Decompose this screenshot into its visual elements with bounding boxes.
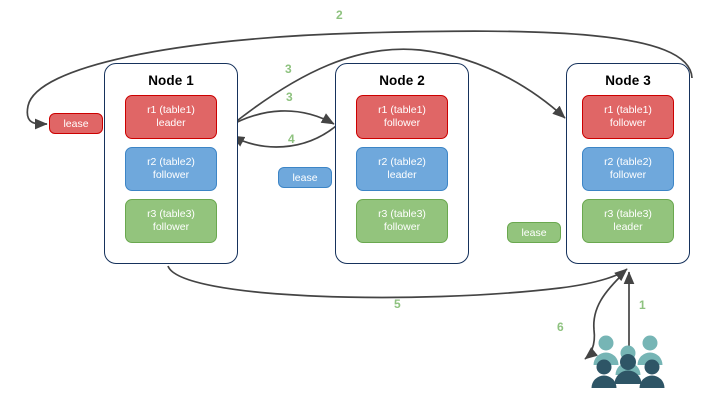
replica-role: follower xyxy=(152,169,190,181)
replica-name: r1 (table1) xyxy=(147,104,195,116)
node-card-3[interactable]: Node 3 r1 (table1) follower r2 (table2) … xyxy=(566,63,690,264)
replica-r1[interactable]: r1 (table1) leader xyxy=(125,95,217,139)
replica-name: r2 (table2) xyxy=(147,156,195,168)
replica-r3[interactable]: r3 (table3) follower xyxy=(356,199,448,243)
step-label-6: 6 xyxy=(557,320,564,334)
replica-role: follower xyxy=(609,117,647,129)
replica-name: r1 (table1) xyxy=(604,104,652,116)
people-front-row xyxy=(591,354,665,388)
replica-name: r3 (table3) xyxy=(147,208,195,220)
edge-step-4 xyxy=(231,125,337,148)
replica-role: leader xyxy=(156,117,186,129)
replica-r1[interactable]: r1 (table1) follower xyxy=(356,95,448,139)
edge-step-2 xyxy=(26,30,693,130)
replica-name: r3 (table3) xyxy=(378,208,426,220)
replica-name: r2 (table2) xyxy=(604,156,652,168)
node-card-1[interactable]: Node 1 r1 (table1) leader r2 (table2) fo… xyxy=(104,63,238,264)
replica-r3[interactable]: r3 (table3) follower xyxy=(125,199,217,243)
step-label-4: 4 xyxy=(288,132,295,146)
edge-step-3-lower xyxy=(225,110,335,129)
replica-r3[interactable]: r3 (table3) leader xyxy=(582,199,674,243)
replica-role: follower xyxy=(383,117,421,129)
edge-step-6 xyxy=(584,271,626,360)
lease-badge-table1[interactable]: lease xyxy=(49,113,103,134)
replica-r2[interactable]: r2 (table2) follower xyxy=(582,147,674,191)
node-title: Node 3 xyxy=(605,73,651,88)
replica-name: r3 (table3) xyxy=(604,208,652,220)
replica-r1[interactable]: r1 (table1) follower xyxy=(582,95,674,139)
node-title: Node 1 xyxy=(148,73,194,88)
step-label-3a: 3 xyxy=(285,62,292,76)
replica-role: follower xyxy=(609,169,647,181)
people-group-icon xyxy=(591,335,665,388)
replica-role: follower xyxy=(383,221,421,233)
edge-step-5 xyxy=(167,265,628,299)
replica-role: follower xyxy=(152,221,190,233)
step-label-3b: 3 xyxy=(286,90,293,104)
replica-name: r1 (table1) xyxy=(378,104,426,116)
edge-step-3-upper xyxy=(227,48,566,129)
node-card-2[interactable]: Node 2 r1 (table1) follower r2 (table2) … xyxy=(335,63,469,264)
step-label-5: 5 xyxy=(394,297,401,311)
replica-r2[interactable]: r2 (table2) leader xyxy=(356,147,448,191)
replica-role: leader xyxy=(387,169,417,181)
step-label-1: 1 xyxy=(639,298,646,312)
step-label-2: 2 xyxy=(336,8,343,22)
lease-badge-table3[interactable]: lease xyxy=(507,222,561,243)
node-title: Node 2 xyxy=(379,73,425,88)
replica-r2[interactable]: r2 (table2) follower xyxy=(125,147,217,191)
replica-name: r2 (table2) xyxy=(378,156,426,168)
replica-role: leader xyxy=(613,221,643,233)
lease-badge-table2[interactable]: lease xyxy=(278,167,332,188)
